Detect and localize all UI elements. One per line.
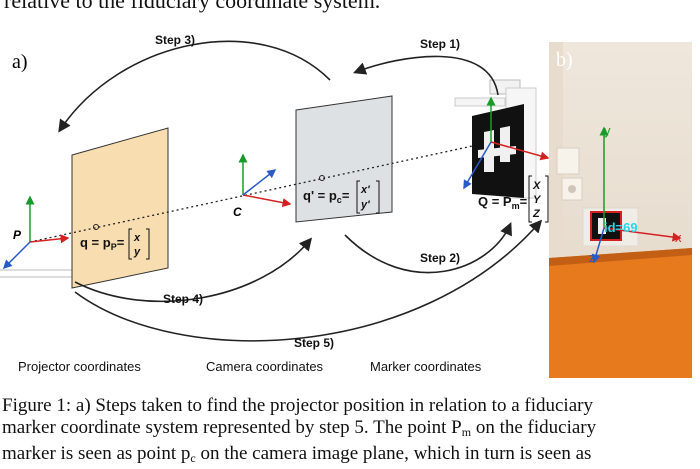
caption-line-1: Figure 1: a) Steps taken to find the pro… xyxy=(2,395,593,416)
step2-label: Step 2) xyxy=(420,251,460,265)
panel-b-label: b) xyxy=(556,49,573,71)
projector-axes xyxy=(2,195,70,270)
top-text-line: relative to the fiduciary coordinate sys… xyxy=(4,0,381,13)
svg-text:q = pP=: q = pP= xyxy=(80,235,125,252)
photo-axes xyxy=(591,126,682,264)
step5-label: Step 5) xyxy=(294,336,334,350)
panel-a-label: a) xyxy=(12,51,28,73)
projection-ray xyxy=(29,139,501,243)
caption-line-2: marker coordinate system represented by … xyxy=(2,417,597,439)
svg-text:y: y xyxy=(133,246,141,258)
step3-arrow xyxy=(58,40,331,133)
camera-point-marker xyxy=(319,175,325,181)
fiducial-marker xyxy=(454,79,537,199)
step5-arrow xyxy=(74,219,543,342)
photo-axis-y-label: y xyxy=(604,123,611,138)
photo-marker-id: id=69 xyxy=(604,220,638,235)
projector-equation: q = pP= x y xyxy=(80,228,150,260)
step3-label: Step 3) xyxy=(155,33,195,47)
svg-text:q' = pc=: q' = pc= xyxy=(303,188,350,205)
svg-text:x': x' xyxy=(360,184,370,196)
projector-image-plane xyxy=(71,127,169,289)
projector-coordinates-label: Projector coordinates xyxy=(18,359,141,374)
step2-arrow xyxy=(344,222,512,274)
svg-text:Y: Y xyxy=(533,194,542,206)
projector-axis-label: P xyxy=(13,228,22,242)
camera-equation: q' = pc= x' y' xyxy=(303,180,380,214)
marker-axes xyxy=(463,96,550,190)
photo-axis-x-label: x xyxy=(675,230,682,245)
step4-arrow xyxy=(74,237,313,303)
figure-diagram: a) P C xyxy=(0,33,692,378)
svg-text:Z: Z xyxy=(532,208,541,220)
camera-axes xyxy=(238,153,292,208)
svg-text:Q = Pm=: Q = Pm= xyxy=(478,194,528,211)
marker-equation: Q = Pm= X Y Z xyxy=(478,175,549,223)
figure-caption: Figure 1: a) Steps taken to find the pro… xyxy=(2,395,700,469)
photo-panel xyxy=(549,42,692,378)
camera-image-plane xyxy=(295,95,393,223)
camera-axis-label: C xyxy=(233,205,242,219)
marker-coordinates-label: Marker coordinates xyxy=(370,359,482,374)
svg-text:X: X xyxy=(532,180,541,192)
svg-text:y': y' xyxy=(360,199,370,211)
projector-point-marker xyxy=(93,224,99,230)
svg-text:x: x xyxy=(133,232,141,244)
caption-line-3: marker is seen as point pc on the camera… xyxy=(2,443,592,465)
camera-coordinates-label: Camera coordinates xyxy=(206,359,324,374)
step1-label: Step 1) xyxy=(420,37,460,51)
step4-label: Step 4) xyxy=(163,292,203,306)
step1-arrow xyxy=(353,55,499,96)
photo-axis-z-label: z xyxy=(589,250,596,265)
